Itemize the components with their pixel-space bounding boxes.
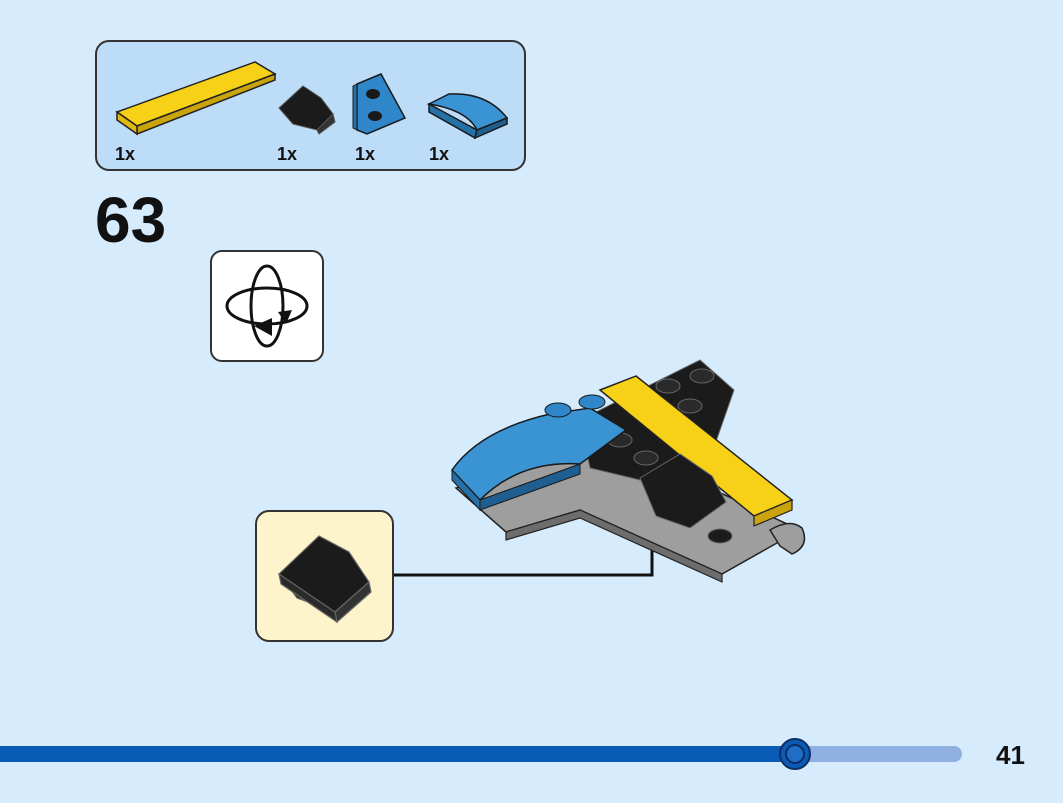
part-qty: 1x — [429, 144, 450, 164]
callout-box — [255, 510, 394, 642]
part-yellow-tile — [115, 54, 277, 136]
part-qty: 1x — [355, 144, 376, 164]
part-black-slope — [277, 84, 337, 135]
progress-fill — [0, 746, 795, 762]
model-illustration — [451, 359, 806, 583]
model-assembly — [440, 350, 820, 590]
black-slope-icon — [278, 85, 336, 135]
step-number: 63 — [95, 184, 167, 256]
blue-wedge-icon — [352, 73, 407, 135]
rotate-model-icon — [225, 264, 309, 348]
progress-bar — [0, 738, 962, 770]
yellow-tile-icon — [115, 61, 277, 136]
page-number: 41 — [996, 740, 1025, 770]
progress-knob — [779, 738, 811, 770]
part-qty: 1x — [115, 144, 136, 164]
black-slope-callout-icon — [278, 535, 372, 624]
parts-list: 1x 1x 1x 1x — [95, 40, 526, 171]
part-qty: 1x — [277, 144, 298, 164]
part-blue-curved-slope — [426, 90, 513, 140]
part-blue-wedge — [352, 72, 413, 136]
blue-curved-slope-icon — [426, 93, 509, 140]
rotate-model-box — [210, 250, 324, 362]
